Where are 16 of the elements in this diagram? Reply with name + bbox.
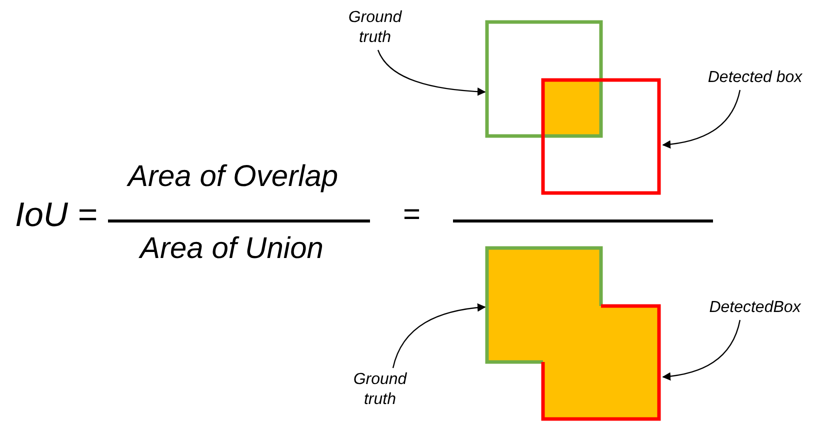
leader-line [377, 50, 486, 96]
callout-label: Detected box [690, 68, 820, 88]
detected-box-outline [541, 304, 661, 421]
callout-label: Ground truth [350, 370, 410, 410]
numerator-text: Area of Overlap [128, 160, 338, 194]
denominator-text: Area of Union [140, 232, 324, 266]
equals-sign: = [403, 198, 421, 232]
ground-truth-outline [485, 246, 603, 364]
leader-line [662, 90, 741, 148]
leader-line [662, 320, 741, 380]
detected-box [541, 78, 661, 195]
formula-label: IoU = [15, 196, 98, 235]
ground-truth-box [485, 20, 603, 138]
leader-line [392, 304, 486, 368]
callout-label: DetectedBox [690, 298, 820, 318]
callout-label: Ground truth [345, 8, 405, 48]
